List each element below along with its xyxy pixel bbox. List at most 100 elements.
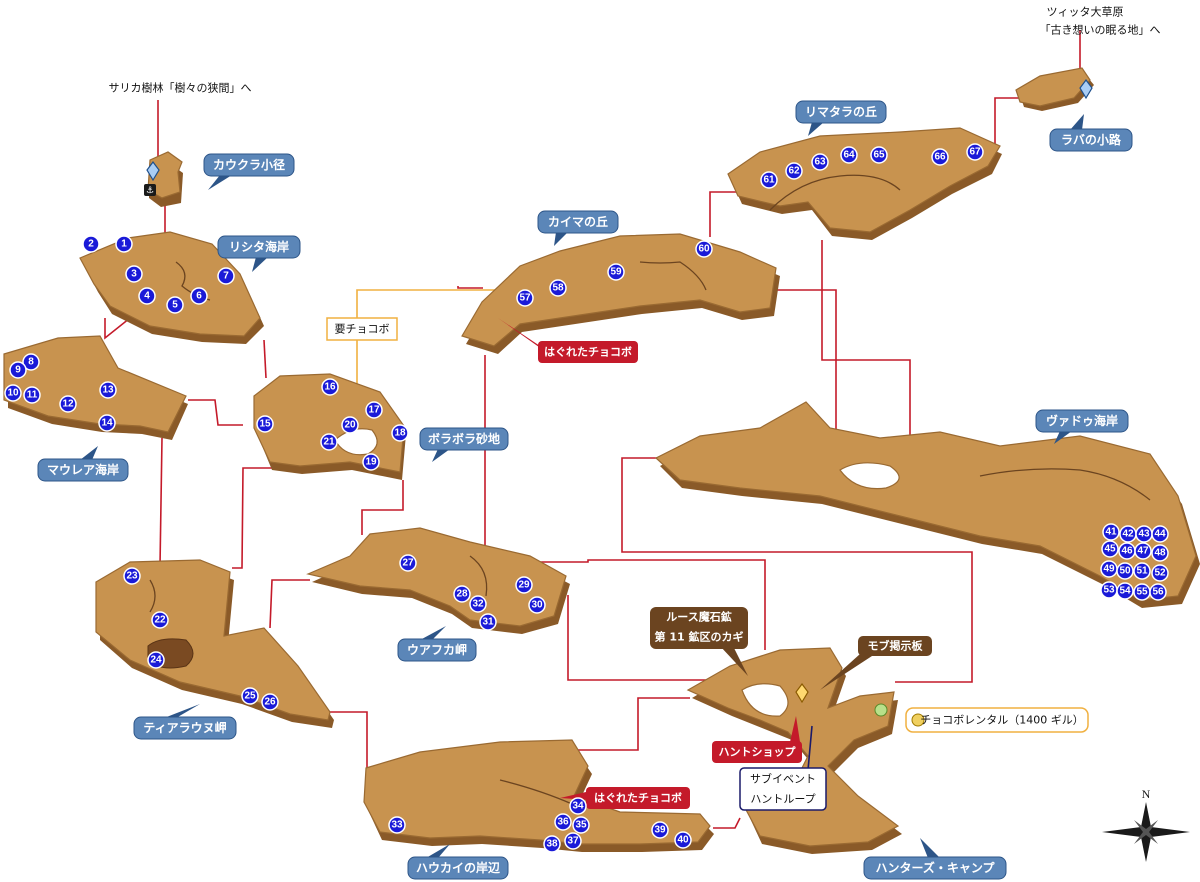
point-17[interactable]: 17 <box>365 401 383 419</box>
point-63[interactable]: 63 <box>811 153 829 171</box>
point-27[interactable]: 27 <box>399 554 417 572</box>
point-66[interactable]: 66 <box>931 148 949 166</box>
point-48[interactable]: 48 <box>1151 544 1169 562</box>
point-label: 23 <box>126 571 138 582</box>
point-20[interactable]: 20 <box>341 416 359 434</box>
point-53[interactable]: 53 <box>1100 581 1118 599</box>
point-52[interactable]: 52 <box>1151 564 1169 582</box>
point-label: 6 <box>196 291 202 302</box>
point-8[interactable]: 8 <box>22 353 40 371</box>
point-3[interactable]: 3 <box>125 265 143 283</box>
mine-key-label[interactable]: ルース魔石鉱 第 11 鉱区のカギ <box>650 607 748 676</box>
point-19[interactable]: 19 <box>362 453 380 471</box>
point-15[interactable]: 15 <box>256 415 274 433</box>
point-41[interactable]: 41 <box>1102 523 1120 541</box>
point-62[interactable]: 62 <box>785 162 803 180</box>
point-47[interactable]: 47 <box>1134 542 1152 560</box>
point-55[interactable]: 55 <box>1133 583 1151 601</box>
svg-text:ヴァドゥ海岸: ヴァドゥ海岸 <box>1046 413 1118 428</box>
chocobo-icon[interactable] <box>874 703 888 717</box>
point-65[interactable]: 65 <box>870 146 888 164</box>
exit-northwest[interactable]: サリカ樹林「樹々の狭間」へ <box>109 81 252 95</box>
exit-northeast-line2[interactable]: 「古き想いの眠る地」へ <box>1040 23 1161 37</box>
point-40[interactable]: 40 <box>674 831 692 849</box>
point-label: 3 <box>131 269 137 280</box>
point-7[interactable]: 7 <box>217 267 235 285</box>
point-28[interactable]: 28 <box>453 585 471 603</box>
point-10[interactable]: 10 <box>4 384 22 402</box>
point-56[interactable]: 56 <box>1149 583 1167 601</box>
point-24[interactable]: 24 <box>147 651 165 669</box>
point-25[interactable]: 25 <box>241 687 259 705</box>
point-label: 45 <box>1104 544 1116 555</box>
point-49[interactable]: 49 <box>1100 560 1118 578</box>
point-9[interactable]: 9 <box>9 361 27 379</box>
point-label: 55 <box>1136 587 1148 598</box>
point-39[interactable]: 39 <box>651 821 669 839</box>
point-2[interactable]: 2 <box>82 235 100 253</box>
point-6[interactable]: 6 <box>190 287 208 305</box>
point-33[interactable]: 33 <box>388 816 406 834</box>
point-label: 1 <box>121 239 127 250</box>
point-label: 4 <box>144 291 150 302</box>
point-34[interactable]: 34 <box>569 797 587 815</box>
point-31[interactable]: 31 <box>479 613 497 631</box>
crystal-icon[interactable] <box>146 161 160 182</box>
stray-chocobo-label-1[interactable]: はぐれたチョコボ <box>498 318 638 363</box>
crystal-icon[interactable] <box>1079 79 1093 100</box>
point-13[interactable]: 13 <box>99 381 117 399</box>
mob-board-label[interactable]: モブ掲示板 <box>820 636 932 690</box>
point-label: 32 <box>472 599 484 610</box>
point-64[interactable]: 64 <box>840 146 858 164</box>
save-point-icon[interactable]: ⚓ <box>144 184 156 196</box>
point-26[interactable]: 26 <box>261 693 279 711</box>
point-32[interactable]: 32 <box>469 595 487 613</box>
point-67[interactable]: 67 <box>966 143 984 161</box>
stray-chocobo-label-2[interactable]: はぐれたチョコボ <box>560 787 690 809</box>
point-35[interactable]: 35 <box>572 816 590 834</box>
point-30[interactable]: 30 <box>528 596 546 614</box>
chocobo-rental-label[interactable]: チョコボレンタル（1400 ギル） <box>905 707 1089 733</box>
point-59[interactable]: 59 <box>607 263 625 281</box>
point-60[interactable]: 60 <box>695 240 713 258</box>
area-label-maurea: マウレア海岸 <box>37 446 129 482</box>
point-label: 21 <box>323 437 335 448</box>
point-5[interactable]: 5 <box>166 296 184 314</box>
point-4[interactable]: 4 <box>138 287 156 305</box>
point-label: 38 <box>546 839 558 850</box>
point-36[interactable]: 36 <box>554 813 572 831</box>
svg-text:要チョコボ: 要チョコボ <box>335 323 390 336</box>
point-44[interactable]: 44 <box>1151 525 1169 543</box>
point-57[interactable]: 57 <box>516 289 534 307</box>
point-51[interactable]: 51 <box>1133 562 1151 580</box>
point-45[interactable]: 45 <box>1101 540 1119 558</box>
point-43[interactable]: 43 <box>1135 525 1153 543</box>
point-12[interactable]: 12 <box>59 395 77 413</box>
point-42[interactable]: 42 <box>1119 525 1137 543</box>
point-29[interactable]: 29 <box>515 576 533 594</box>
point-label: 60 <box>698 244 710 255</box>
exit-northeast-line1[interactable]: ツィッタ大草原 <box>1047 5 1124 19</box>
point-58[interactable]: 58 <box>549 279 567 297</box>
point-54[interactable]: 54 <box>1116 582 1134 600</box>
point-50[interactable]: 50 <box>1116 562 1134 580</box>
point-18[interactable]: 18 <box>391 424 409 442</box>
point-38[interactable]: 38 <box>543 835 561 853</box>
point-37[interactable]: 37 <box>564 832 582 850</box>
hunt-shop-label[interactable]: ハントショップ <box>712 716 802 763</box>
point-21[interactable]: 21 <box>320 433 338 451</box>
point-label: 58 <box>552 283 564 294</box>
point-61[interactable]: 61 <box>760 171 778 189</box>
point-16[interactable]: 16 <box>321 378 339 396</box>
point-14[interactable]: 14 <box>98 414 116 432</box>
crystal-icon[interactable] <box>795 683 809 704</box>
point-46[interactable]: 46 <box>1118 542 1136 560</box>
point-1[interactable]: 1 <box>115 235 133 253</box>
point-22[interactable]: 22 <box>151 611 169 629</box>
sub-event-label[interactable]: サブイベント ハントループ <box>739 725 827 811</box>
point-11[interactable]: 11 <box>23 386 41 404</box>
point-label: 16 <box>324 382 336 393</box>
point-23[interactable]: 23 <box>123 567 141 585</box>
